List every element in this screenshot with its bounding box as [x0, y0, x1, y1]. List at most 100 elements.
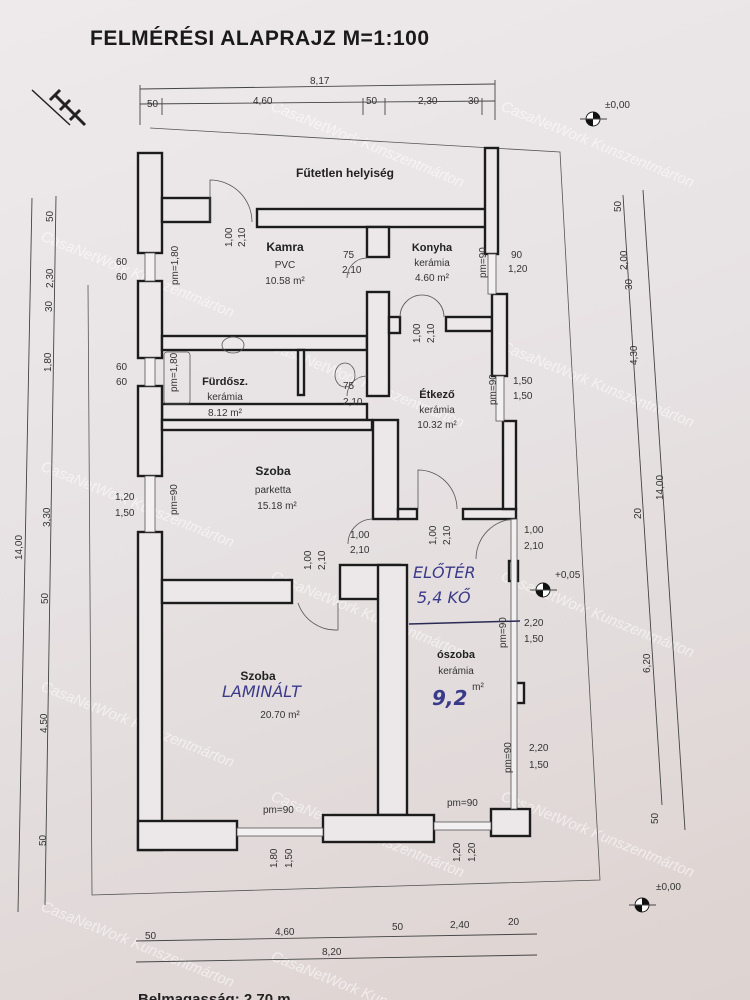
- room-area: 20.70 m²: [260, 710, 300, 721]
- opening-label: 2,10: [343, 397, 363, 408]
- dim-top: 4,60: [253, 96, 273, 107]
- opening-label: 2,10: [237, 227, 248, 247]
- opening-label: pm=90: [478, 247, 489, 278]
- watermark: CasaNetWork Kunszentmárton: [499, 98, 697, 191]
- watermark: CasaNetWork Kunszentmárton: [269, 948, 467, 1000]
- room-name: Szoba: [255, 464, 291, 478]
- ceiling-height: Belmagasság: 2,70 m: [138, 991, 291, 1000]
- opening-label: pm=90: [169, 484, 180, 515]
- opening-label: pm=90: [488, 374, 499, 405]
- opening-label: 2,10: [317, 550, 328, 570]
- dim-left: 1,80: [43, 352, 54, 372]
- room-unheated-label: Fűtetlen helyiség: [296, 166, 394, 180]
- room-area: m²: [472, 682, 484, 693]
- doors: [209, 179, 517, 631]
- opening-label: 1,80: [269, 848, 280, 868]
- opening-label: 1,00: [350, 530, 370, 541]
- opening-label: pm=90: [447, 798, 478, 809]
- opening-label: pm=1,80: [169, 352, 180, 392]
- room-name: ószoba: [437, 649, 476, 661]
- opening-label: 2,20: [524, 618, 544, 629]
- watermark: CasaNetWork Kunszentmárton: [499, 568, 697, 661]
- level-marker-entrance: +0,05: [530, 570, 581, 598]
- handwritten-hall: ELŐTÉR: [413, 562, 476, 582]
- opening-label: pm=90: [503, 742, 514, 773]
- room-name: Kamra: [266, 240, 304, 254]
- opening-label: 1,20: [115, 492, 135, 503]
- handwritten-notes: ELŐTÉR 5,4 KŐ LAMINÁLT 9,2: [222, 562, 521, 710]
- opening-label: 1,00: [524, 525, 544, 536]
- dim-left: 2,30: [45, 268, 56, 288]
- dim-right: 20: [633, 507, 644, 519]
- opening-label: 1,00: [224, 227, 235, 247]
- room-name: Szoba: [240, 669, 276, 683]
- top-dimensions: 8,17 50 4,60 50 2,30 30: [139, 76, 496, 125]
- opening-label: 1,00: [303, 550, 314, 570]
- opening-label: 1,00: [412, 323, 423, 343]
- level-label: +0,05: [555, 570, 581, 581]
- right-dimensions: 14,00 50 2,00 30 4,30 20 6,20 50: [613, 189, 686, 831]
- dim-right: 2,00: [619, 250, 630, 270]
- dim-top: 2,30: [418, 96, 438, 107]
- dim-left-total: 14,00: [14, 535, 25, 560]
- dim-right-total: 14,00: [655, 475, 666, 500]
- room-area: 10.32 m²: [417, 420, 457, 431]
- room-floor: parketta: [255, 485, 292, 496]
- north-arrow-icon: [31, 88, 87, 127]
- opening-label: 1,20: [508, 264, 528, 275]
- left-dimensions: 14,00 50 2,30 30 1,80 30 3,30 50 4,50 50: [14, 195, 57, 913]
- dim-right: 50: [650, 812, 661, 824]
- opening-label: 60: [116, 377, 128, 388]
- room-floor: kerámia: [414, 258, 450, 269]
- opening-label: 2,10: [350, 545, 370, 556]
- opening-label: 2,10: [426, 323, 437, 343]
- toilet-icon: [334, 362, 356, 388]
- opening-label: 2,10: [524, 541, 544, 552]
- dim-bottom: 20: [508, 917, 520, 928]
- dim-top: 50: [147, 99, 159, 110]
- room-floor: kerámia: [419, 405, 455, 416]
- dim-bottom: 50: [392, 922, 404, 933]
- opening-labels: 1,00 2,10 60 60 pm=1,80 75 2,10 pm=90 90…: [115, 227, 549, 868]
- bathtub-icon: [163, 351, 191, 405]
- opening-label: 1,50: [115, 508, 135, 519]
- room-labels: Fűtetlen helyiség Kamra PVC 10.58 m² Kon…: [202, 166, 484, 721]
- dim-left: 4,50: [39, 713, 50, 733]
- opening-label: 60: [116, 362, 128, 373]
- dim-bottom: 4,60: [275, 927, 295, 938]
- room-area: 4.60 m²: [415, 273, 450, 284]
- room-area: 10.58 m²: [265, 276, 305, 287]
- opening-label: 2,20: [529, 743, 549, 754]
- opening-label: 1,50: [513, 376, 533, 387]
- dim-bottom-total: 8,20: [322, 947, 342, 958]
- opening-label: 1,50: [524, 634, 544, 645]
- dim-top: 50: [366, 96, 378, 107]
- level-label: ±0,00: [605, 100, 630, 111]
- dim-top: 30: [468, 96, 480, 107]
- opening-label: 1,50: [513, 391, 533, 402]
- opening-label: 1,20: [467, 842, 478, 862]
- dim-bottom: 50: [145, 931, 157, 942]
- room-name: Fürdősz.: [202, 376, 248, 388]
- opening-label: 1,50: [529, 760, 549, 771]
- opening-label: 60: [116, 257, 128, 268]
- room-floor: PVC: [275, 260, 296, 271]
- room-floor: kerámia: [438, 666, 474, 677]
- level-marker-top: ±0,00: [580, 100, 630, 127]
- opening-label: 1,20: [452, 842, 463, 862]
- opening-label: 1,50: [284, 848, 295, 868]
- room-area: 15.18 m²: [257, 501, 297, 512]
- room-floor: kerámia: [207, 392, 243, 403]
- dim-top-total: 8,17: [310, 76, 330, 87]
- dim-left: 3,30: [42, 507, 53, 527]
- dim-right: 4,30: [629, 345, 640, 365]
- room-name: Étkező: [419, 388, 455, 401]
- level-label: ±0,00: [656, 882, 681, 893]
- room-area: 8.12 m²: [208, 408, 243, 419]
- dim-left: 50: [45, 210, 56, 222]
- walls: [136, 146, 532, 852]
- opening-label: 75: [343, 381, 355, 392]
- bottom-dimensions: 50 4,60 50 2,40 20 8,20: [135, 917, 538, 963]
